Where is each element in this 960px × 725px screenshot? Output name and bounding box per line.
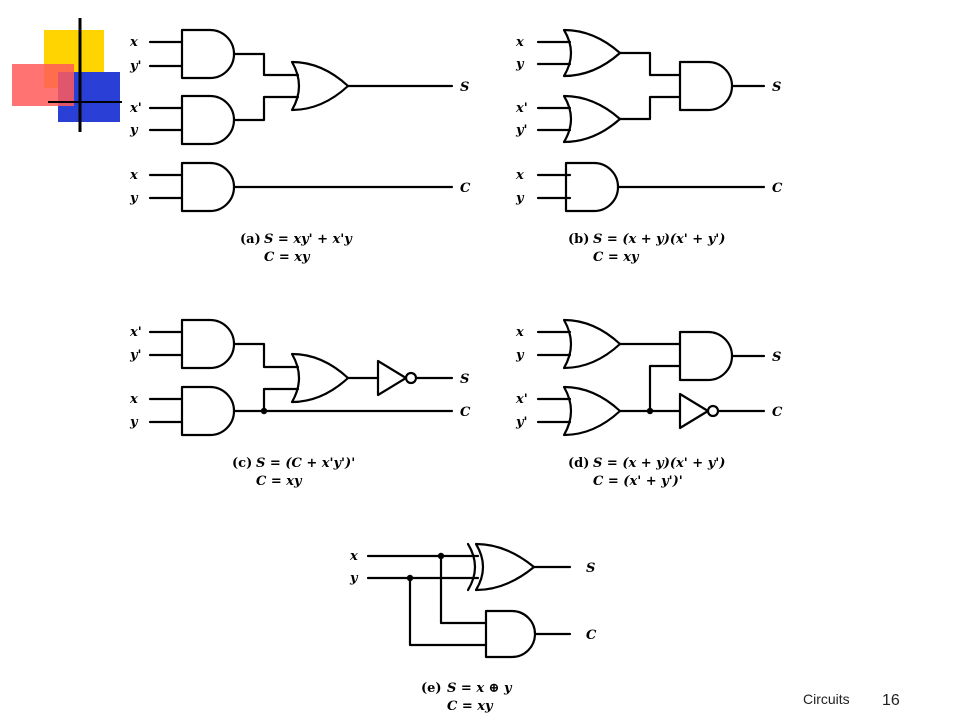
input-label: x (515, 325, 524, 340)
panel-c-labels: x' y' x y S C (c) S = (C + x'y')' C = xy (129, 325, 471, 489)
and-gate (678, 330, 734, 382)
output-label: S (460, 80, 469, 95)
output-label: S (460, 372, 469, 387)
junction-dot (260, 407, 268, 415)
panel-b-circuit (536, 28, 766, 213)
input-label: y' (515, 123, 528, 138)
output-label: C (772, 181, 783, 196)
and-gate (180, 318, 236, 370)
output-label: S (586, 561, 595, 576)
output-label: C (460, 181, 471, 196)
input-label: x (129, 168, 138, 183)
or-gate (290, 60, 350, 112)
input-label: x (515, 35, 524, 50)
or-gate (562, 385, 622, 437)
input-label: y (129, 123, 139, 138)
footer-title: Circuits (803, 691, 850, 707)
or-gate (562, 94, 622, 144)
caption-tag: (e) (421, 681, 442, 696)
panel-e-circuit (366, 542, 572, 659)
caption-tag: (d) (568, 456, 589, 471)
input-label: y' (129, 59, 142, 74)
caption-equation: S = (x + y)(x' + y') (593, 456, 725, 471)
or-gate (562, 318, 622, 370)
and-gate (564, 161, 620, 213)
caption-equation: C = (x' + y')' (593, 474, 683, 489)
caption-equation: S = (x + y)(x' + y') (593, 232, 725, 247)
input-label: x' (515, 392, 528, 407)
page-number: 16 (882, 692, 900, 709)
junction-dot (406, 574, 414, 582)
junction-dot (437, 552, 445, 560)
input-label: x (349, 549, 358, 564)
not-gate (678, 392, 710, 430)
caption-equation: S = x ⊕ y (447, 681, 513, 696)
panel-a-labels: x y' x' y x y S C (a) S = xy' + x'y C = … (129, 35, 471, 265)
panel-b-labels: x y x' y' x y S C (b) S = (x + y)(x' + y… (515, 35, 783, 265)
input-label: x (515, 168, 524, 183)
panel-e-labels: x y S C (e) S = x ⊕ y C = xy (349, 549, 597, 714)
or-gate (290, 352, 350, 404)
input-label: x' (515, 101, 528, 116)
and-gate (180, 28, 236, 80)
input-label: x (129, 35, 138, 50)
caption-equation: C = xy (256, 474, 303, 489)
input-label: y' (515, 415, 528, 430)
input-label: y (129, 191, 139, 206)
panel-d-circuit (536, 318, 766, 437)
caption-equation: C = xy (447, 699, 494, 714)
output-label: C (772, 405, 783, 420)
and-gate (180, 385, 236, 437)
and-gate (484, 609, 537, 659)
junction-dot (646, 407, 654, 415)
input-label: y (515, 57, 525, 72)
input-label: x (129, 392, 138, 407)
not-gate (376, 359, 408, 397)
caption-tag: (b) (568, 232, 589, 247)
caption-equation: C = xy (264, 250, 311, 265)
and-gate (180, 94, 236, 146)
input-label: x' (129, 101, 142, 116)
input-label: y (515, 348, 525, 363)
or-gate (562, 28, 622, 78)
panel-d-labels: x y x' y' S C (d) S = (x + y)(x' + y') C… (515, 325, 783, 489)
input-label: x' (129, 325, 142, 340)
output-label: C (586, 628, 597, 643)
output-label: C (460, 405, 471, 420)
panel-c-circuit (148, 318, 454, 437)
and-gate (678, 60, 734, 112)
output-label: S (772, 350, 781, 365)
caption-tag: (a) (240, 232, 261, 247)
and-gate (180, 161, 236, 213)
caption-tag: (c) (232, 456, 252, 471)
panel-a-circuit (148, 28, 454, 213)
caption-equation: S = (C + x'y')' (256, 456, 355, 471)
input-label: y' (129, 348, 142, 363)
input-label: y (129, 415, 139, 430)
input-label: y (515, 191, 525, 206)
caption-equation: C = xy (593, 250, 640, 265)
output-label: S (772, 80, 781, 95)
caption-equation: S = xy' + x'y (264, 232, 353, 247)
slide-logo (12, 18, 122, 132)
xor-gate (466, 542, 477, 592)
input-label: y (349, 571, 359, 586)
